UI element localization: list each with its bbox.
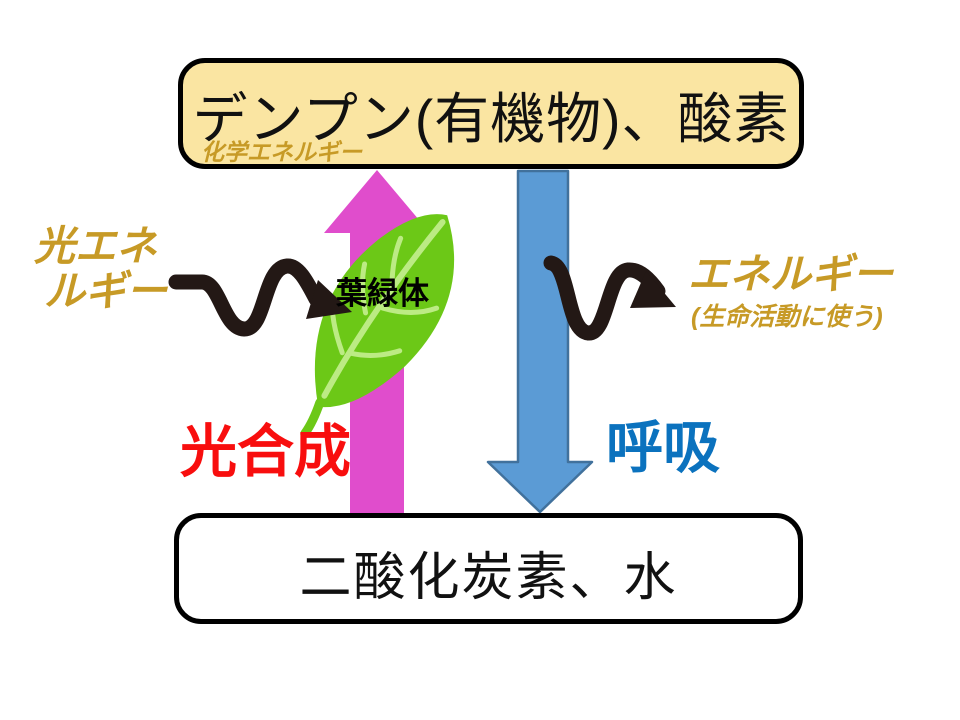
light-energy-line1: 光エネ <box>34 223 157 269</box>
released-energy-note: (生命活動に使う) <box>691 303 883 331</box>
respiration-label: 呼吸 <box>606 416 720 480</box>
reactants-label: 二酸化炭素、水 <box>299 549 678 607</box>
chemical-energy-label: 化学エネルギー <box>201 139 362 165</box>
photosynthesis-label: 光合成 <box>180 420 351 484</box>
released-energy-label: エネルギー <box>688 251 893 297</box>
reactants-box: 二酸化炭素、水 <box>174 513 803 624</box>
products-label: デンプン(有機物)、酸素 <box>192 88 790 150</box>
released-energy-wave-arrow-icon <box>543 255 676 341</box>
leaf-veins <box>321 219 446 399</box>
respiration-arrow <box>486 169 594 514</box>
chloroplast-label: 葉緑体 <box>336 276 429 311</box>
light-energy-wave-arrow-icon <box>168 258 352 337</box>
products-box: デンプン(有機物)、酸素 化学エネルギー <box>178 58 804 169</box>
light-energy-line2: ルギー <box>44 268 167 315</box>
light-energy-label: 光エネ ルギー <box>34 223 167 315</box>
leaf-icon <box>300 214 455 439</box>
